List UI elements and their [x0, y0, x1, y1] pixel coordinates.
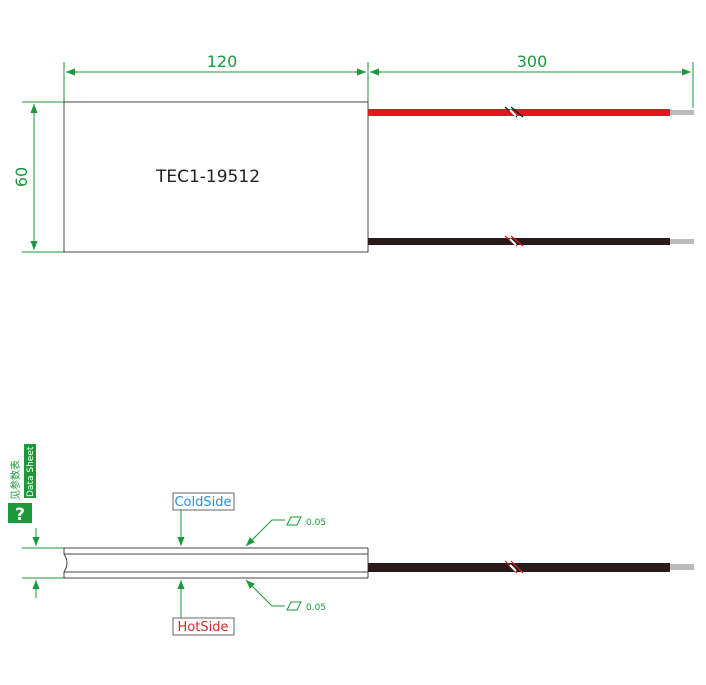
side-black-wire: [368, 563, 670, 572]
side-wire-break-mark: [504, 560, 524, 574]
flatness-value-bottom: 0.05: [306, 603, 326, 613]
flatness-value-top: 0.05: [306, 518, 326, 528]
red-wire: [368, 109, 670, 116]
red-wire-break-mark: [504, 106, 524, 118]
dimension-lead-label: 300: [517, 52, 548, 71]
cold-side-box: [172, 492, 235, 511]
dimension-height-label: 60: [12, 167, 31, 187]
flatness-callout-top: 0.05: [245, 516, 326, 547]
data-sheet-badge: ? 见参数表 Data Sheet: [8, 444, 36, 525]
badge-english-bg: [24, 444, 36, 498]
badge-chinese-text: 见参数表: [9, 460, 22, 500]
tec-module-side: [63, 547, 369, 579]
black-wire-break-mark: [504, 235, 524, 247]
black-wire: [368, 238, 670, 245]
hot-side-label: HotSide: [178, 620, 229, 635]
cold-side-label: ColdSide: [174, 495, 231, 510]
hot-side-box: [172, 617, 235, 636]
question-icon: ?: [15, 505, 25, 525]
flatness-icon: [286, 516, 302, 526]
red-wire-tip: [670, 110, 694, 115]
black-wire-tip: [670, 239, 694, 244]
dimension-width-label: 120: [207, 52, 238, 71]
side-view: ? 见参数表 Data Sheet ColdSide: [8, 444, 694, 636]
question-icon-bg: [8, 503, 32, 523]
side-wire-tip: [670, 564, 694, 570]
flatness-callout-bottom: 0.05: [245, 579, 326, 613]
badge-english-text: Data Sheet: [26, 446, 36, 497]
flatness-icon: [286, 601, 302, 611]
top-view: 120 300 60 TEC1-19512: [12, 52, 694, 253]
model-label: TEC1-19512: [155, 167, 260, 187]
tec-module-body: [63, 101, 369, 253]
